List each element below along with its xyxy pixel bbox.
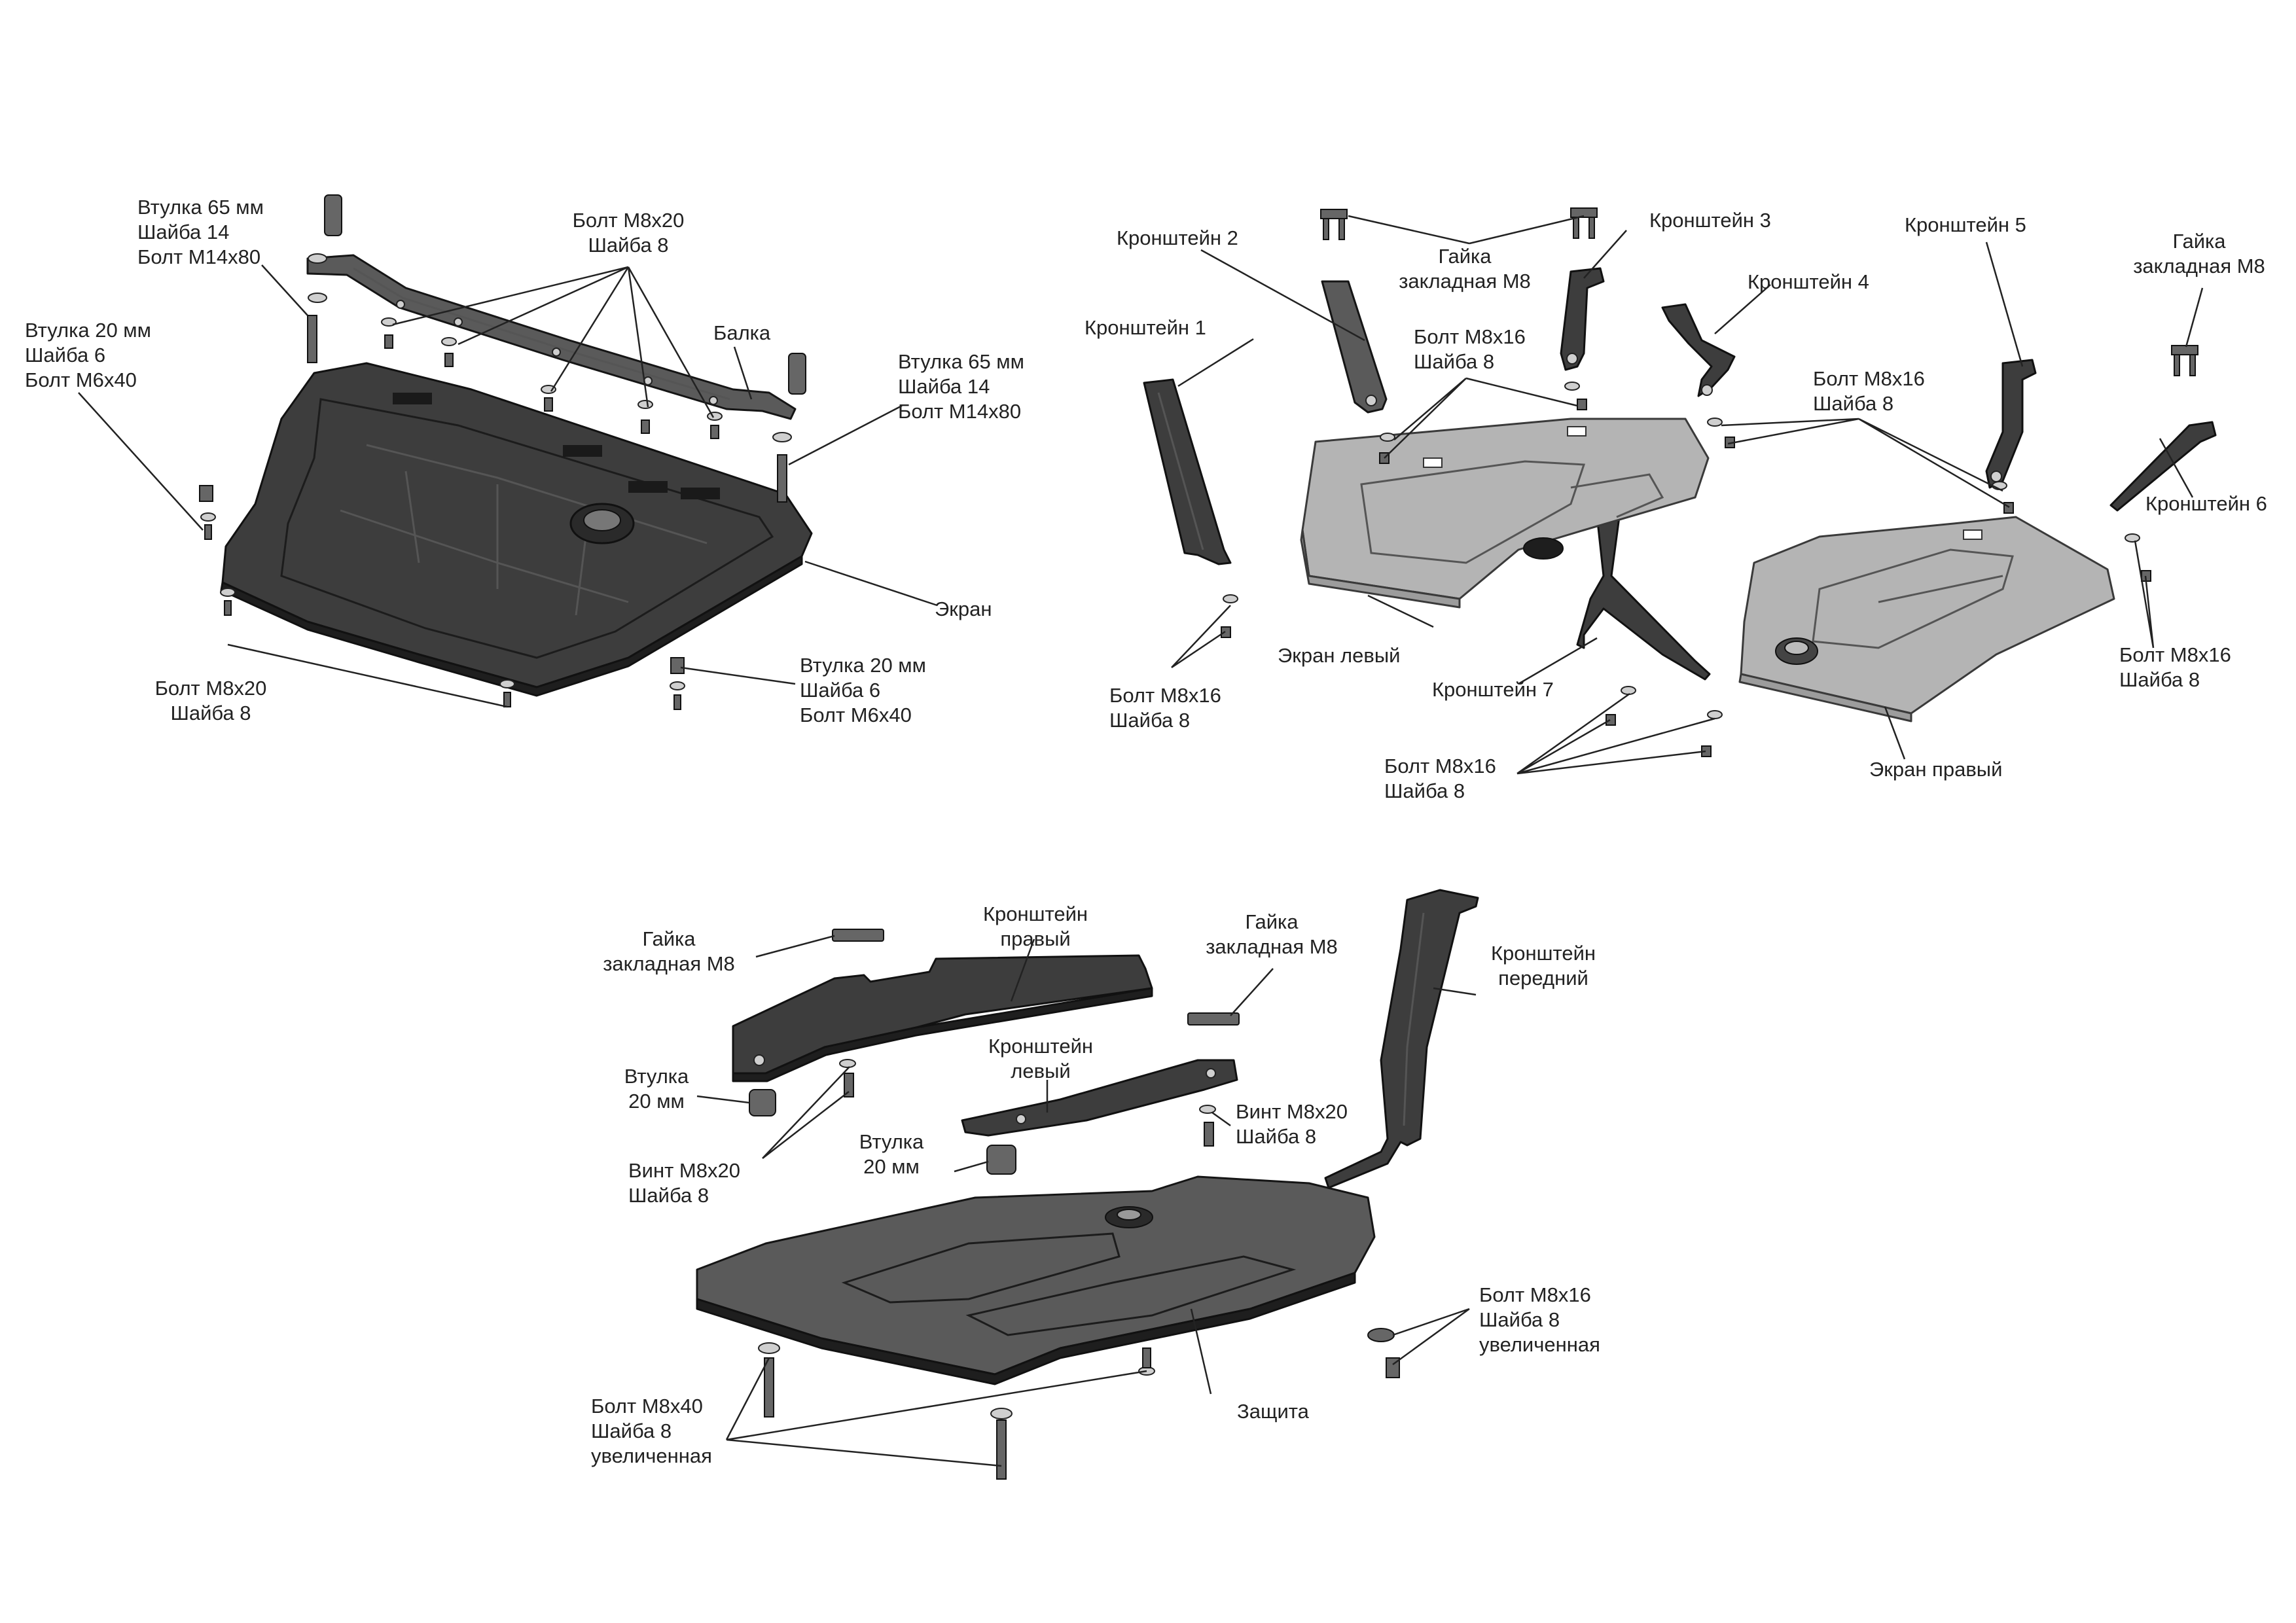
bolts-m8x20-top <box>381 317 723 439</box>
weld-nut-left3 <box>832 929 884 942</box>
bracket-4-part <box>1661 303 1736 397</box>
label-bracket-1: Кронштейн 1 <box>1085 316 1206 339</box>
label-beam: Балка <box>713 321 771 344</box>
label-bracket-2: Кронштейн 2 <box>1117 226 1238 249</box>
leader-lines-top-right <box>1171 215 2204 775</box>
bracket-front-part <box>1324 889 1479 1189</box>
label-bracket-3: Кронштейн 3 <box>1649 209 1771 232</box>
label-screen: Экран <box>935 597 992 620</box>
bracket-6-part <box>2109 421 2217 512</box>
bolt-m8x16-enlarged <box>1367 1328 1400 1378</box>
bracket-2-part <box>1321 280 1388 414</box>
label-screen-left: Экран левый <box>1278 644 1401 667</box>
bracket-1-part <box>1143 378 1232 565</box>
bracket-5-part <box>1985 359 2037 489</box>
guard-plate-part <box>220 362 813 697</box>
label-protection: Защита <box>1237 1400 1309 1423</box>
weld-nuts-top <box>1320 207 2198 376</box>
bushing-65-right <box>772 353 806 503</box>
leader-lines-bottom <box>696 935 1477 1467</box>
screws-m8x20 <box>839 1059 1216 1147</box>
bracket-7-part <box>1576 480 1711 681</box>
bracket-right-part <box>732 954 1153 1082</box>
label-bracket-5: Кронштейн 5 <box>1905 213 2026 236</box>
label-screen-right: Экран правый <box>1869 758 2003 781</box>
screen-left-part <box>1300 418 1710 609</box>
label-bracket-6: Кронштейн 6 <box>2145 492 2267 515</box>
bolts-m8x40 <box>758 1342 1155 1480</box>
bushing-65-left <box>307 194 342 363</box>
weld-nut-right3 <box>1187 1012 1240 1026</box>
bracket-3-part <box>1560 267 1605 371</box>
screen-right-part <box>1738 516 2115 722</box>
leader-lines-top-left <box>78 264 938 708</box>
assembly-split-guard <box>1143 207 2217 775</box>
assembly-engine-guard <box>78 194 938 710</box>
beam-part <box>306 254 797 420</box>
bracket-left-part <box>961 1059 1238 1137</box>
bolts-bottom-left <box>499 657 685 710</box>
label-bracket-4: Кронштейн 4 <box>1748 270 1869 293</box>
bushings-20-bottom <box>749 1089 1016 1175</box>
bushings-20-left <box>199 485 236 616</box>
label-bracket-7: Кронштейн 7 <box>1432 678 1554 701</box>
assembly-tank-guard <box>696 889 1479 1480</box>
protection-plate-part <box>696 1175 1376 1385</box>
